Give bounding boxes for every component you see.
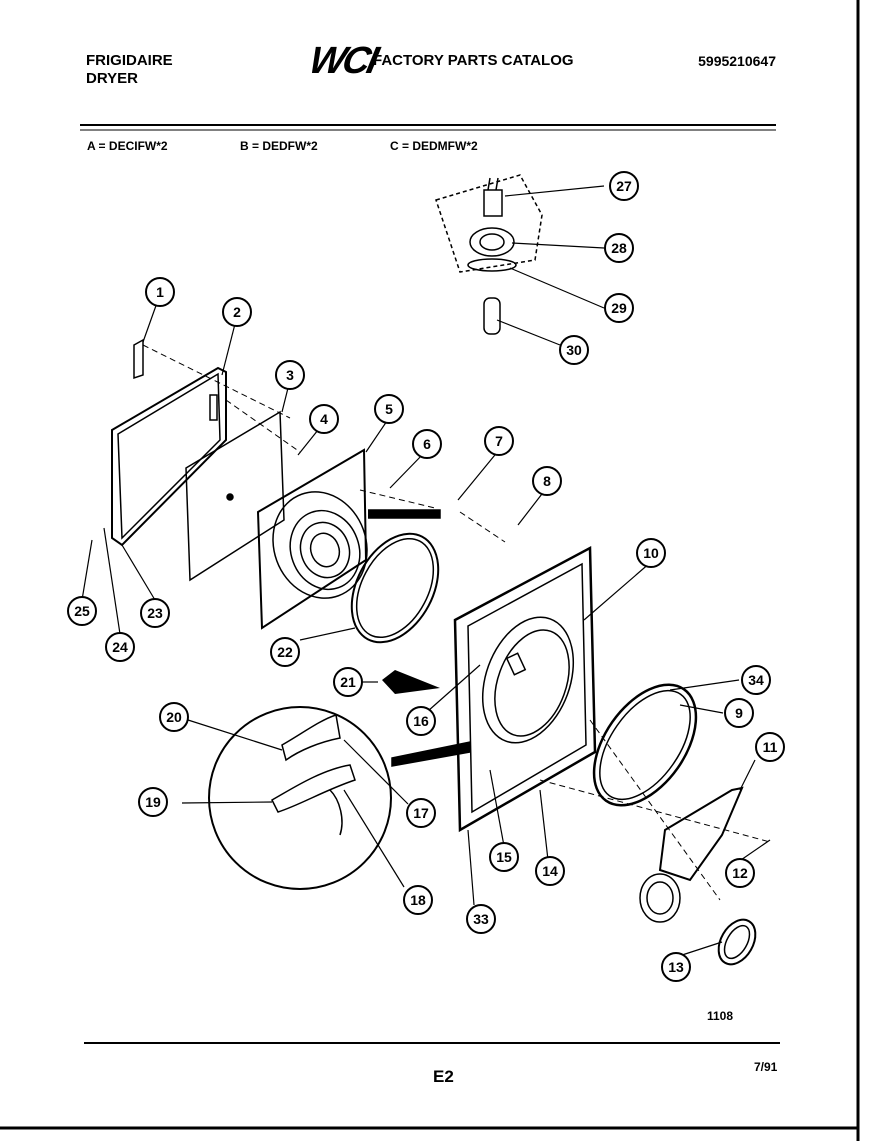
callout-9-label: 9 <box>735 705 743 721</box>
callout-19-label: 19 <box>145 794 161 810</box>
part-11-duct-outlet <box>639 873 681 923</box>
callout-33: 33 <box>466 904 496 934</box>
model-c-label: C = DEDMFW*2 <box>390 139 478 153</box>
callout-4: 4 <box>309 404 339 434</box>
callout-13: 13 <box>661 952 691 982</box>
callout-5-label: 5 <box>385 401 393 417</box>
callout-14-label: 14 <box>542 863 558 879</box>
catalog-title: FACTORY PARTS CATALOG <box>373 52 574 69</box>
callout-27-label: 27 <box>616 178 632 194</box>
callout-11-label: 11 <box>763 739 778 755</box>
callout-21: 21 <box>333 667 363 697</box>
callout-8-label: 8 <box>543 473 551 489</box>
callout-34: 34 <box>741 665 771 695</box>
part-1-hinge <box>133 338 144 380</box>
callout-30: 30 <box>559 335 589 365</box>
revision-date: 7/91 <box>754 1060 778 1074</box>
callout-20: 20 <box>159 702 189 732</box>
model-a-label: A = DECIFW*2 <box>87 139 168 153</box>
part-19-hinge-piece <box>271 764 356 813</box>
callout-17: 17 <box>406 798 436 828</box>
callout-21-label: 21 <box>340 674 356 690</box>
callout-28-label: 28 <box>611 240 627 256</box>
callout-18: 18 <box>403 885 433 915</box>
callout-29: 29 <box>604 293 634 323</box>
part-28-socket <box>469 227 515 257</box>
callout-23: 23 <box>140 598 170 628</box>
diagram-code: 1108 <box>707 1009 734 1023</box>
callout-6-label: 6 <box>423 436 431 452</box>
callout-7: 7 <box>484 426 514 456</box>
brand-name: FRIGIDAIRE <box>86 52 173 69</box>
callout-13-label: 13 <box>668 959 684 975</box>
callout-28: 28 <box>604 233 634 263</box>
callout-14: 14 <box>535 856 565 886</box>
callout-1: 1 <box>145 277 175 307</box>
part-2-door-outer <box>111 366 227 547</box>
callout-10-label: 10 <box>643 545 659 561</box>
callout-25: 25 <box>67 596 97 626</box>
callout-5: 5 <box>374 394 404 424</box>
callout-16: 16 <box>406 706 436 736</box>
callout-18-label: 18 <box>410 892 426 908</box>
callout-1-label: 1 <box>156 284 164 300</box>
part-13-collar <box>717 918 757 966</box>
part-20-hinge-piece <box>281 714 341 762</box>
callout-22: 22 <box>270 637 300 667</box>
callout-3-label: 3 <box>286 367 294 383</box>
callout-12: 12 <box>725 858 755 888</box>
callout-17-label: 17 <box>413 805 429 821</box>
callout-30-label: 30 <box>566 342 582 358</box>
product-type: DRYER <box>86 70 138 87</box>
callout-15: 15 <box>489 842 519 872</box>
part-21-icon-fill <box>382 670 440 694</box>
callout-23-label: 23 <box>147 605 163 621</box>
part-33-front-panel <box>453 545 597 833</box>
part-5-vent-ring <box>272 491 368 599</box>
callout-34-label: 34 <box>748 672 764 688</box>
callout-27: 27 <box>609 171 639 201</box>
callout-2: 2 <box>222 297 252 327</box>
part-11-lint-duct <box>658 786 744 882</box>
callout-11: 11 <box>755 732 785 762</box>
callout-6: 6 <box>412 429 442 459</box>
part-22-door-seal <box>350 532 440 644</box>
part-2-door-inner-edge <box>117 372 221 540</box>
callout-9: 9 <box>724 698 754 728</box>
callout-33-label: 33 <box>473 911 489 927</box>
callout-22-label: 22 <box>277 644 293 660</box>
callout-7-label: 7 <box>495 433 503 449</box>
part-30-bulb <box>483 297 501 335</box>
callout-15-label: 15 <box>496 849 512 865</box>
model-b-label: B = DEDFW*2 <box>240 139 318 153</box>
callout-24: 24 <box>105 632 135 662</box>
part-16-panel-inner <box>467 562 587 814</box>
page-label: E2 <box>433 1067 454 1086</box>
callout-19: 19 <box>138 787 168 817</box>
part-5-door-liner <box>256 448 368 630</box>
top-assembly-outline <box>435 174 543 273</box>
part-16-door-opening <box>481 616 575 744</box>
part-3-insulation <box>185 410 285 582</box>
callout-10: 10 <box>636 538 666 568</box>
callout-29-label: 29 <box>611 300 627 316</box>
callout-4-label: 4 <box>320 411 328 427</box>
detail-magnifier <box>208 706 392 890</box>
part-9-drum-seal <box>592 683 698 807</box>
catalog-part-number: 5995210647 <box>698 53 776 69</box>
callout-24-label: 24 <box>112 639 128 655</box>
callout-8: 8 <box>532 466 562 496</box>
callout-16-label: 16 <box>413 713 429 729</box>
callout-25-label: 25 <box>74 603 90 619</box>
callout-2-label: 2 <box>233 304 241 320</box>
callout-12-label: 12 <box>732 865 748 881</box>
callout-3: 3 <box>275 360 305 390</box>
part-2-latch <box>209 394 218 421</box>
callout-20-label: 20 <box>166 709 182 725</box>
